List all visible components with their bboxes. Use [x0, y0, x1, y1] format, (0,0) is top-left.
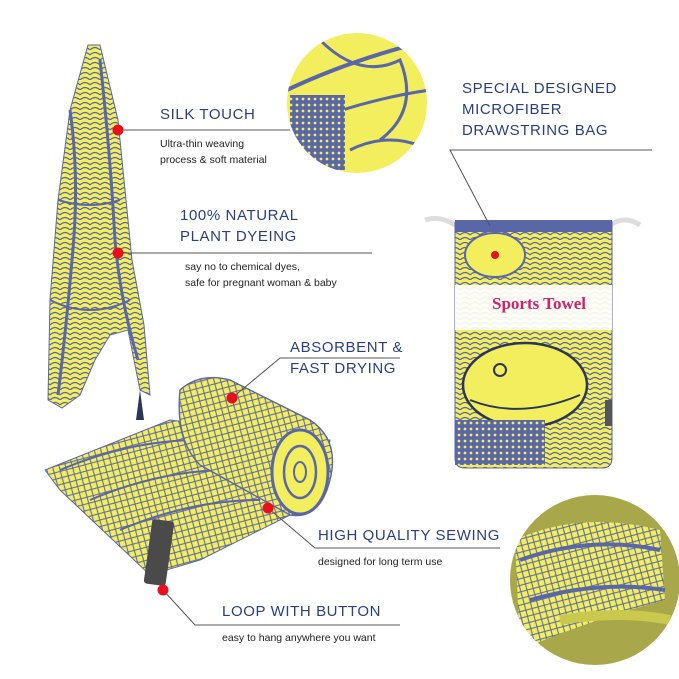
hanging-towel-image: [47, 44, 151, 420]
marker-dot-icon: [226, 392, 238, 404]
rolled-towel-image: [44, 376, 334, 586]
fabric-closeup-image: [287, 33, 427, 173]
silk-touch-title: SILK TOUCH: [160, 106, 256, 123]
drawstring-bag-image: [424, 215, 642, 469]
sewing-title: HIGH QUALITY SEWING: [318, 527, 500, 544]
seam-closeup-image: [510, 495, 679, 665]
bag-label: Sports Towel: [492, 294, 586, 313]
bag-title: SPECIAL DESIGNED MICROFIBER DRAWSTRING B…: [462, 80, 617, 139]
marker-dot-icon: [112, 247, 124, 259]
absorbent-title: ABSORBENT & FAST DRYING: [290, 339, 404, 377]
sewing-desc: designed for long term use: [318, 556, 443, 568]
loop-desc: easy to hang anywhere you want: [222, 632, 376, 644]
natural-dye-desc: say no to chemical dyes, safe for pregna…: [185, 261, 337, 289]
marker-dot-icon: [157, 584, 169, 596]
natural-dye-title: 100% NATURAL PLANT DYEING: [180, 207, 299, 245]
loop-title: LOOP WITH BUTTON: [222, 603, 382, 620]
marker-dot-icon: [112, 124, 124, 136]
silk-touch-desc: Ultra-thin weaving process & soft materi…: [160, 138, 267, 166]
marker-dot-icon: [262, 502, 274, 514]
